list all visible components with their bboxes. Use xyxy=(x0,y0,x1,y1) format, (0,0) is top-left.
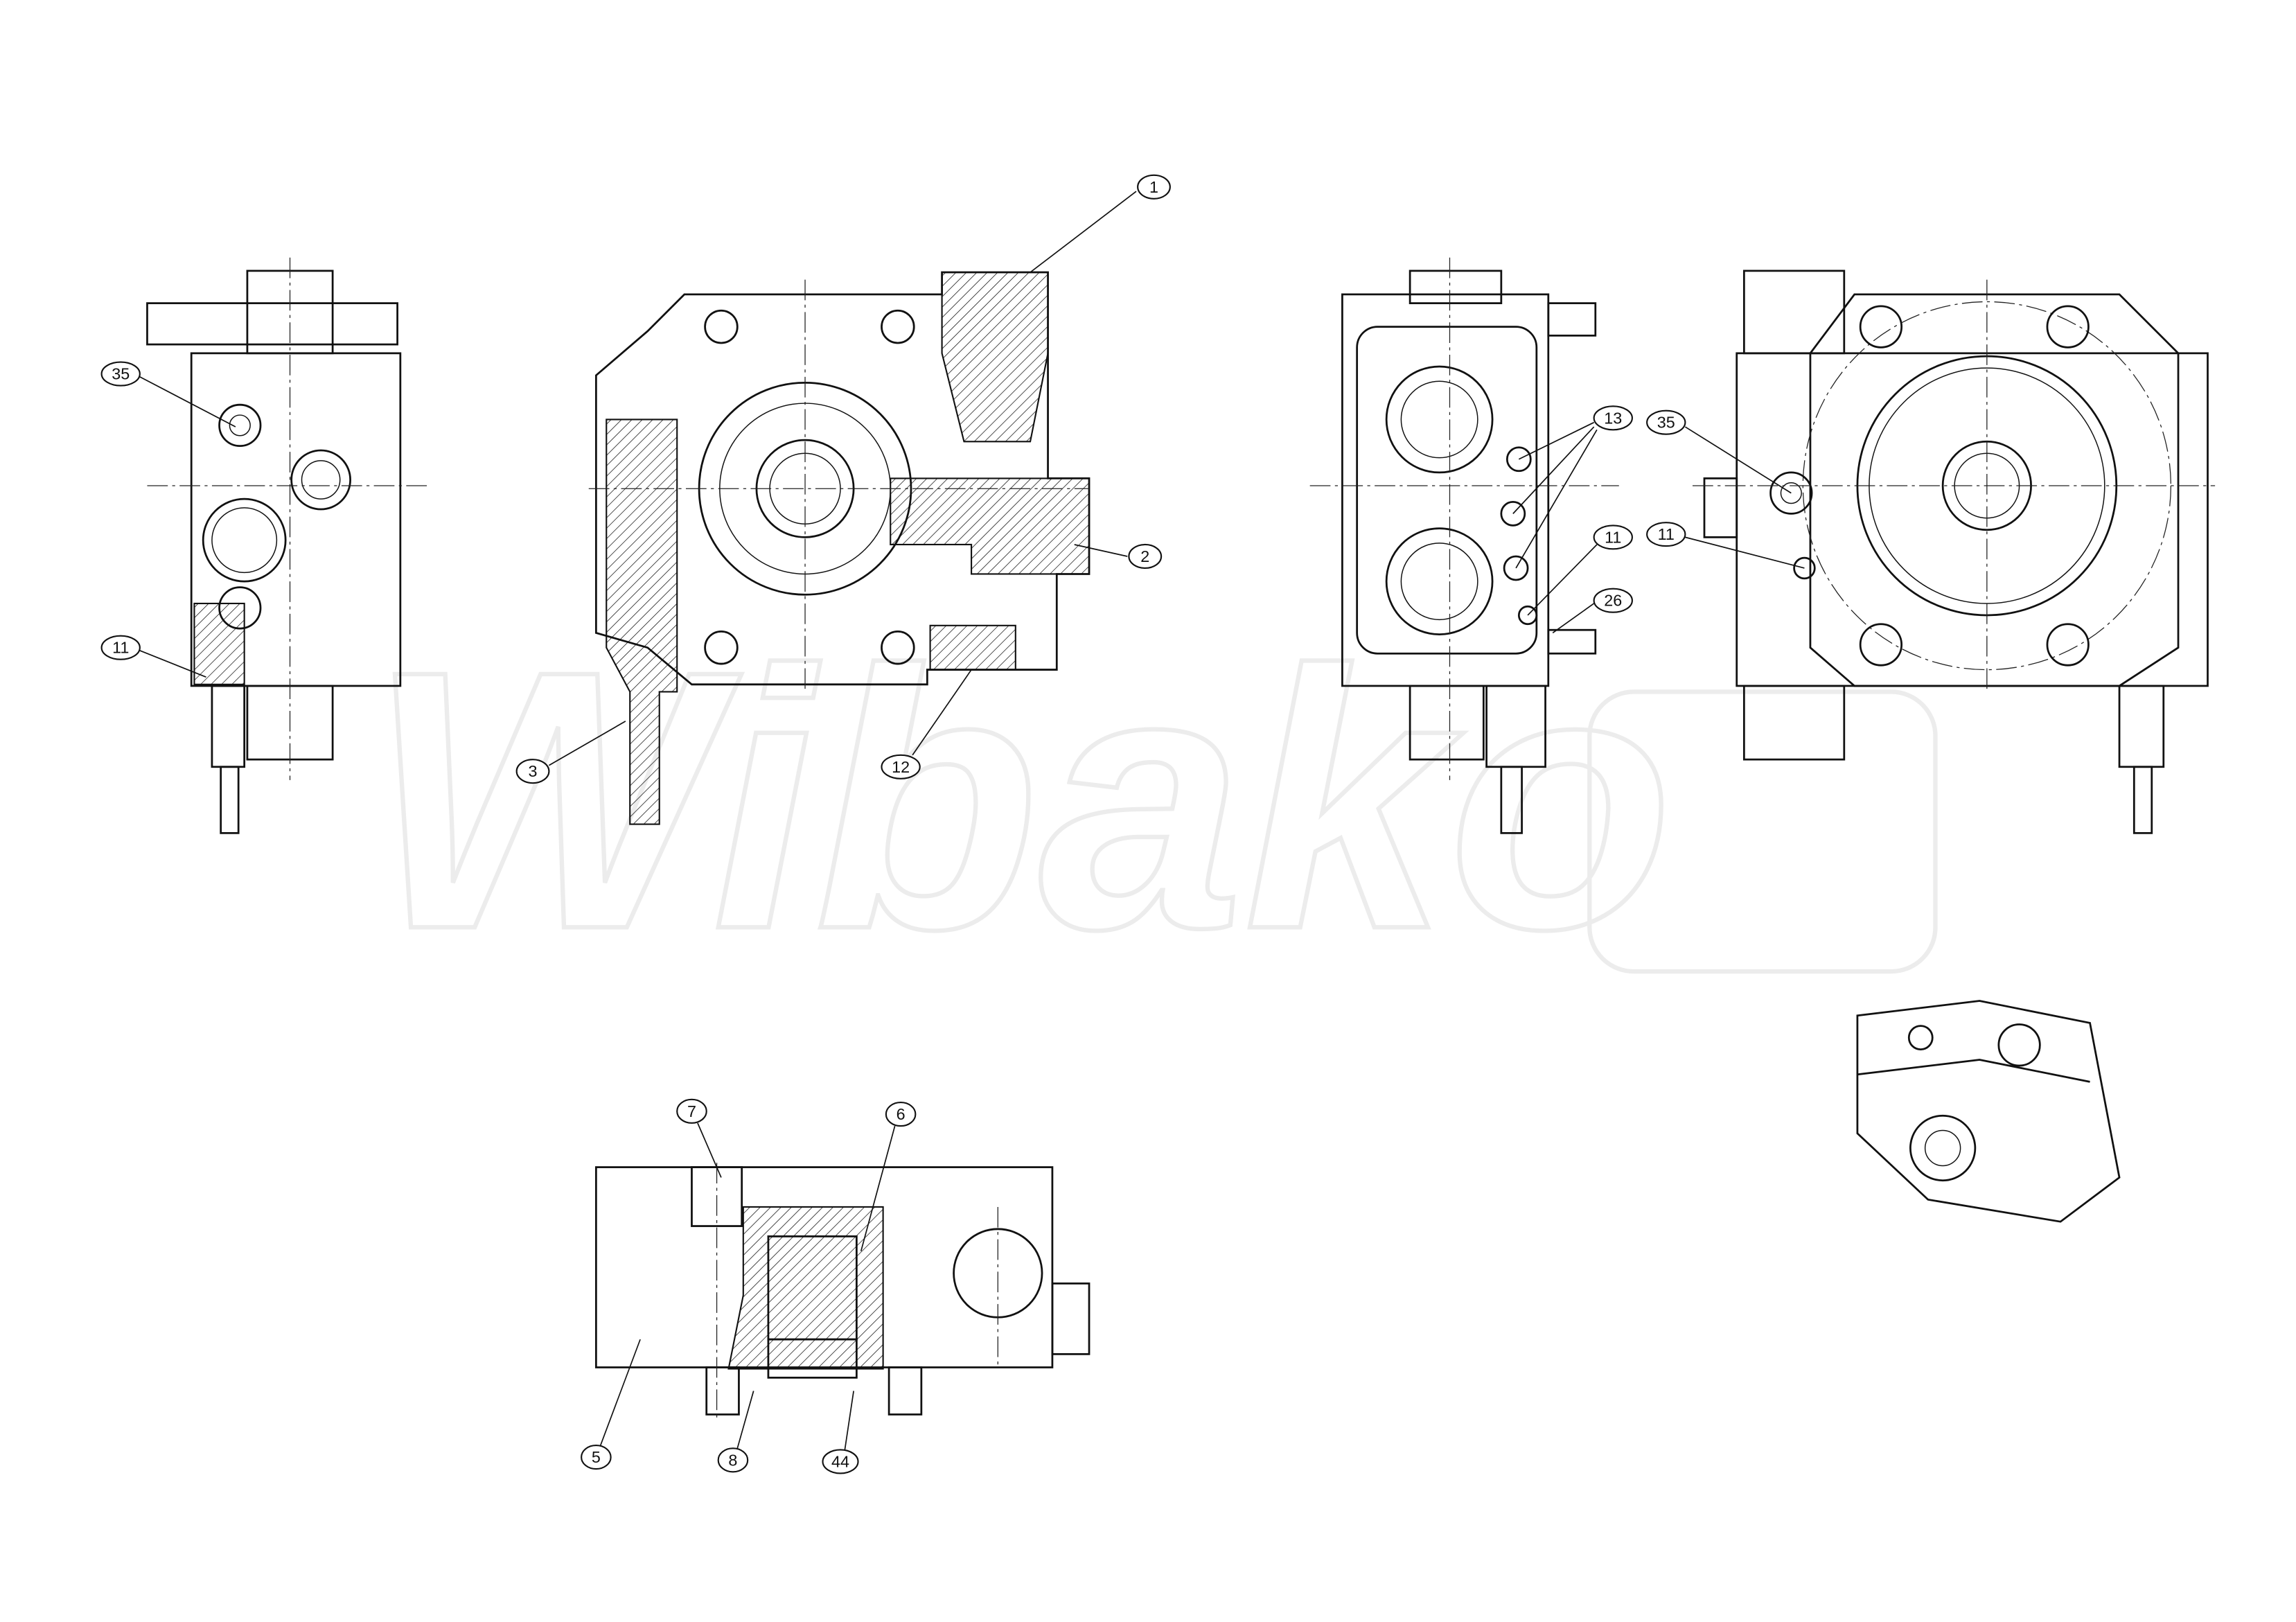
callout-13: 13 xyxy=(1512,405,1633,569)
callouts: 35 11 1 2 3 12 13 11 26 35 11 7 6 5 8 44 xyxy=(100,174,1805,1474)
callout-26: 26 xyxy=(1552,588,1633,634)
svg-text:11: 11 xyxy=(1605,528,1621,546)
callout-6: 6 xyxy=(860,1102,917,1251)
svg-text:12: 12 xyxy=(892,758,910,776)
callout-11-flange: 11 xyxy=(1646,522,1805,569)
callout-2: 2 xyxy=(1074,543,1163,570)
callout-12: 12 xyxy=(881,669,972,779)
callout-5: 5 xyxy=(581,1339,641,1470)
callout-11-rear: 11 xyxy=(1527,524,1633,616)
svg-text:26: 26 xyxy=(1604,592,1622,610)
svg-text:35: 35 xyxy=(1657,414,1675,432)
svg-text:11: 11 xyxy=(1658,525,1675,543)
callout-7: 7 xyxy=(676,1098,722,1178)
rear-view xyxy=(1309,257,1619,834)
callout-8: 8 xyxy=(717,1391,754,1473)
svg-text:7: 7 xyxy=(687,1102,696,1120)
svg-text:44: 44 xyxy=(831,1452,849,1470)
side-view-left xyxy=(146,257,427,834)
callout-1: 1 xyxy=(1030,174,1171,273)
flange-view xyxy=(1692,270,2216,834)
svg-text:2: 2 xyxy=(1140,547,1149,565)
front-section-view xyxy=(588,271,1090,825)
watermark-logo: Wibako xyxy=(366,592,1938,1008)
svg-text:1: 1 xyxy=(1149,178,1158,196)
svg-text:11: 11 xyxy=(112,639,129,657)
callout-11-left: 11 xyxy=(100,635,206,678)
svg-text:6: 6 xyxy=(897,1105,906,1123)
callout-44: 44 xyxy=(822,1391,859,1474)
watermark-text: Wibako xyxy=(368,594,1673,1005)
svg-text:13: 13 xyxy=(1604,409,1622,427)
svg-text:3: 3 xyxy=(529,762,538,780)
callout-35-left: 35 xyxy=(100,361,236,427)
svg-text:35: 35 xyxy=(112,365,130,383)
svg-text:5: 5 xyxy=(592,1448,601,1466)
svg-text:8: 8 xyxy=(728,1451,737,1469)
callout-3: 3 xyxy=(515,721,626,784)
bottom-section-view xyxy=(594,1163,1090,1420)
callout-35-flange: 35 xyxy=(1646,409,1792,494)
isometric-view xyxy=(1856,1000,2121,1223)
